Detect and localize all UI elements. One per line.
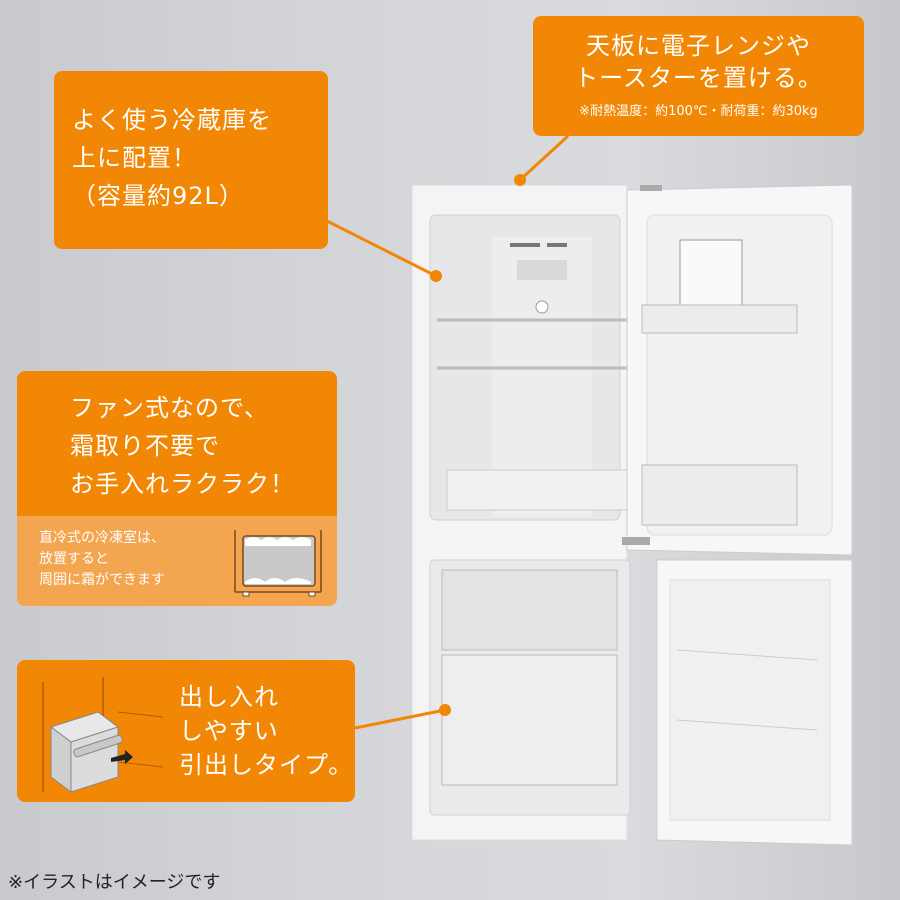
top-plate-line1: 天板に電子レンジや xyxy=(586,32,811,60)
fan-line1: ファン式なので、 xyxy=(70,394,270,422)
drawer-callout: 出し入れ しやすい 引出しタイプ。 xyxy=(17,660,355,802)
fan-sub3: 周囲に霜ができます xyxy=(39,572,165,588)
fan-sub2: 放置すると xyxy=(39,551,109,567)
drawer-line2: しやすい xyxy=(179,717,279,745)
capacity-line3: （容量約92L） xyxy=(72,182,244,210)
refrigerator-image xyxy=(412,185,853,845)
fan-line2: 霜取り不要で xyxy=(70,432,220,460)
fan-line3: お手入れラクラク！ xyxy=(70,470,295,498)
capacity-callout: よく使う冷蔵庫を 上に配置！ （容量約92L） xyxy=(54,71,328,249)
top-plate-line2: トースターを置ける。 xyxy=(574,64,823,92)
direct-cool-note: 直冷式の冷凍室は、 放置すると 周囲に霜ができます xyxy=(17,516,337,606)
capacity-line2: 上に配置！ xyxy=(72,144,197,172)
top-plate-callout: 天板に電子レンジや トースターを置ける。 ※耐熱温度：約100℃・耐荷重：約30… xyxy=(533,16,864,136)
drawer-line3: 引出しタイプ。 xyxy=(179,751,354,779)
illustration-footnote: ※イラストはイメージです xyxy=(8,872,221,893)
fan-sub1: 直冷式の冷凍室は、 xyxy=(39,530,165,546)
frost-freezer-illustration-icon xyxy=(234,530,322,597)
drawer-line1: 出し入れ xyxy=(179,683,279,711)
drawer-illustration-icon xyxy=(42,677,164,792)
fan-callout: ファン式なので、 霜取り不要で お手入れラクラク！ 直冷式の冷凍室は、 放置する… xyxy=(17,371,337,606)
top-plate-note: ※耐熱温度：約100℃・耐荷重：約30kg xyxy=(579,104,818,119)
capacity-line1: よく使う冷蔵庫を xyxy=(72,106,272,134)
